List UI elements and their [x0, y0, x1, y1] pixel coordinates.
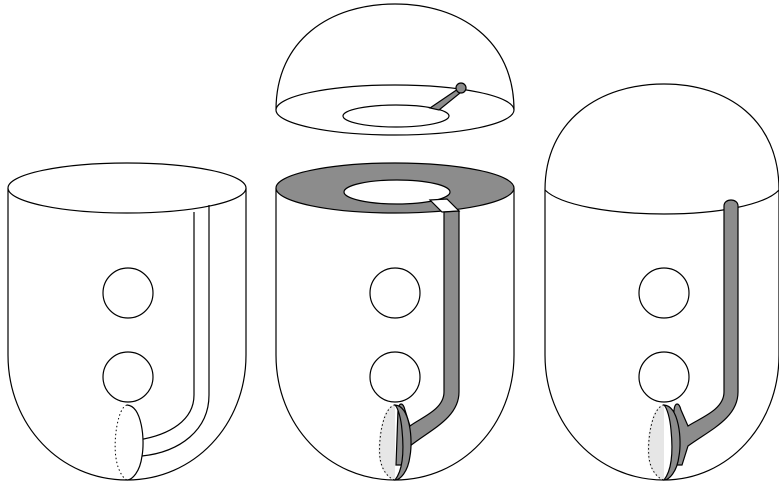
right-lower-hole [639, 352, 689, 402]
middle-detached-cap [276, 4, 514, 135]
left-lower-hole [103, 352, 153, 402]
right-upper-hole [639, 268, 689, 318]
middle-upper-hole [370, 268, 420, 318]
middle-cap-handle-tip [456, 83, 466, 93]
panel-left [8, 163, 246, 480]
left-upper-hole [103, 268, 153, 318]
panel-right [545, 84, 779, 480]
panel-middle [276, 4, 514, 480]
middle-lower-hole [370, 352, 420, 402]
left-top-rim [8, 163, 246, 213]
